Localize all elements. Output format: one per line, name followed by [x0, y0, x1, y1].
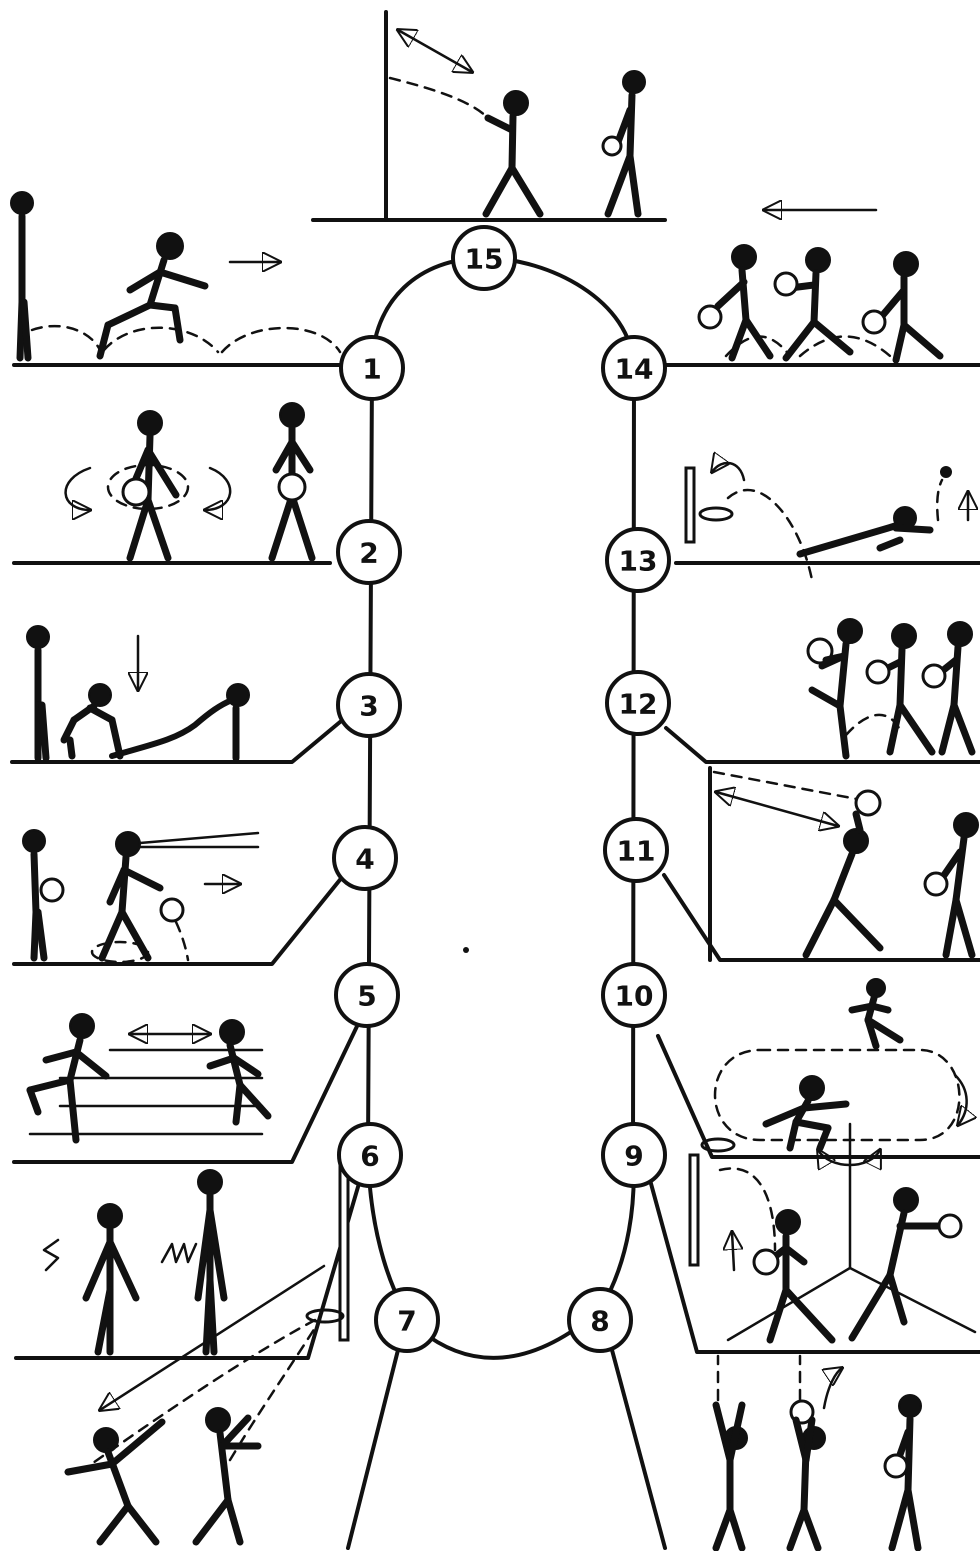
- backboard-icon: [690, 1155, 698, 1265]
- player-figure: [806, 814, 880, 955]
- basketball-icon: [923, 665, 945, 687]
- player-figure: [880, 624, 932, 752]
- basketball-icon: [603, 137, 621, 155]
- station-number-label: 11: [617, 835, 656, 868]
- station-node-3: 3: [338, 674, 400, 736]
- player-figure: [790, 1420, 825, 1548]
- station-node-11: 11: [605, 819, 667, 881]
- backboard-icon: [686, 468, 694, 542]
- station-5-scene: [30, 1014, 268, 1140]
- station-track: [368, 258, 634, 1358]
- station-node-14: 14: [603, 337, 665, 399]
- basketball-icon: [699, 306, 721, 328]
- station-number-label: 13: [619, 545, 658, 578]
- player-figure: [100, 233, 205, 356]
- player-figure: [852, 1188, 940, 1338]
- station-number-label: 7: [397, 1305, 416, 1338]
- player-figure: [852, 979, 900, 1046]
- player-figure: [786, 248, 850, 358]
- station-4-scene: [23, 830, 258, 962]
- station-node-6: 6: [339, 1124, 401, 1186]
- small-ball-icon: [940, 466, 952, 478]
- station-number-label: 8: [590, 1305, 609, 1338]
- basketball-icon: [939, 1215, 961, 1237]
- station-15-scene: [390, 30, 645, 214]
- basketball-icon: [885, 1455, 907, 1477]
- station-number-label: 2: [359, 537, 378, 570]
- player-figure: [936, 622, 972, 752]
- station-number-label: 15: [465, 243, 504, 276]
- station-node-10: 10: [603, 964, 665, 1026]
- station-number-label: 4: [355, 843, 374, 876]
- basketball-icon: [775, 273, 797, 295]
- basketball-icon: [279, 474, 305, 500]
- player-figure: [800, 507, 930, 554]
- station-10-scene: [715, 979, 967, 1148]
- station-11-scene: [710, 768, 978, 960]
- basketball-icon: [863, 311, 885, 333]
- station-node-9: 9: [603, 1124, 665, 1186]
- station-number-label: 3: [359, 690, 378, 723]
- basketball-icon: [856, 791, 880, 815]
- station-number-label: 12: [619, 688, 658, 721]
- station-node-4: 4: [334, 827, 396, 889]
- basketball-icon: [161, 899, 183, 921]
- station-number-label: 14: [615, 353, 654, 386]
- station-3-scene: [27, 626, 249, 758]
- hoop-icon: [700, 508, 732, 520]
- basketball-icon: [925, 873, 947, 895]
- player-figure: [766, 1076, 846, 1148]
- station-number-label: 6: [360, 1140, 379, 1173]
- station-2-scene: [66, 403, 312, 558]
- station-node-7: 7: [376, 1289, 438, 1351]
- station-node-2: 2: [338, 521, 400, 583]
- station-node-12: 12: [607, 672, 669, 734]
- station-number-label: 1: [362, 353, 381, 386]
- station-node-5: 5: [336, 964, 398, 1026]
- station-node-13: 13: [607, 529, 669, 591]
- player-figure: [882, 252, 940, 360]
- stray-dot: [463, 947, 469, 953]
- basketball-icon: [867, 661, 889, 683]
- player-figure: [768, 1210, 832, 1340]
- station-12-scene: [808, 619, 972, 756]
- player-figure: [11, 192, 33, 358]
- player-figure: [227, 684, 249, 758]
- player-figure: [198, 1170, 224, 1352]
- station-6-scene: [44, 1150, 348, 1352]
- player-figure: [86, 1204, 136, 1352]
- player-figure: [102, 832, 160, 958]
- basketball-icon: [754, 1250, 778, 1274]
- backboard-icon: [340, 1150, 348, 1340]
- player-figure: [68, 1422, 162, 1542]
- station-number-label: 10: [615, 980, 654, 1013]
- basketball-icon: [41, 879, 63, 901]
- station-number-label: 5: [357, 980, 376, 1013]
- player-figure: [27, 626, 49, 758]
- station-1-scene: [11, 192, 340, 358]
- station-14-scene: [699, 210, 940, 360]
- basketball-icon: [123, 479, 149, 505]
- station-number-label: 9: [624, 1140, 643, 1173]
- player-figure: [716, 1405, 747, 1548]
- player-figure: [64, 684, 120, 756]
- station-node-8: 8: [569, 1289, 631, 1351]
- station-node-15: 15: [453, 227, 515, 289]
- player-figure: [486, 91, 540, 214]
- station-8-scene: [716, 1356, 921, 1548]
- station-node-1: 1: [341, 337, 403, 399]
